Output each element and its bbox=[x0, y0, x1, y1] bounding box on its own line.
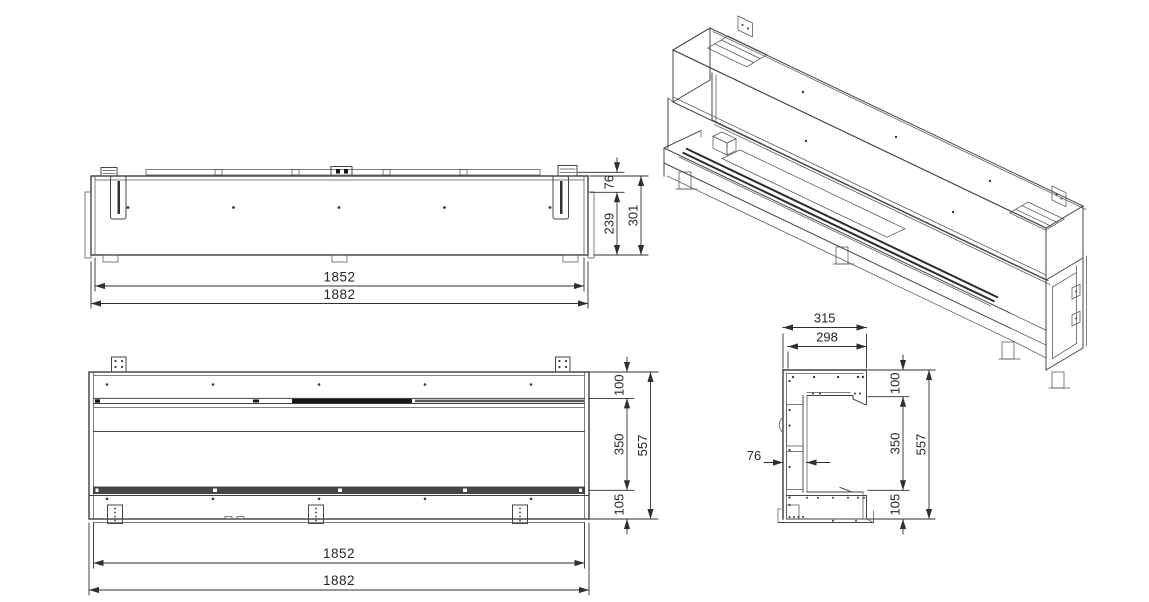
iso-foot bbox=[998, 341, 1021, 360]
dim-label-side-total-height: 557 bbox=[914, 434, 929, 456]
dim-label-front-base-height: 105 bbox=[612, 494, 627, 516]
base-screws bbox=[788, 516, 857, 522]
front-view bbox=[88, 356, 590, 524]
left-slot-bracket bbox=[110, 175, 127, 220]
spring-clip bbox=[778, 416, 784, 434]
dim-label-side-wall-thickness: 76 bbox=[747, 448, 761, 463]
dim-label-top-total-depth: 301 bbox=[626, 205, 641, 227]
dim-label-side-opening-height: 350 bbox=[888, 433, 903, 455]
right-slot-bracket bbox=[552, 175, 569, 220]
leg-bracket bbox=[308, 504, 324, 524]
center-bracket bbox=[330, 166, 353, 177]
bottom-tab bbox=[102, 254, 119, 263]
iso-top-face bbox=[671, 27, 1085, 229]
dim-label-side-outer-depth: 315 bbox=[814, 311, 836, 326]
dim-label-front-opening-height: 350 bbox=[612, 433, 627, 455]
top-mount-bracket-left bbox=[111, 356, 127, 373]
wall-recess-upper bbox=[786, 404, 804, 447]
lower-screw-row bbox=[105, 497, 533, 501]
right-side-plate bbox=[587, 191, 595, 259]
iso-front-face bbox=[672, 49, 1047, 281]
iso-foot bbox=[832, 246, 855, 265]
iso-burner-trough bbox=[663, 119, 1051, 359]
bottom-tab bbox=[562, 254, 579, 263]
iso-end-frame bbox=[1045, 255, 1087, 371]
leg-bracket bbox=[107, 504, 123, 524]
foot-box bbox=[786, 504, 800, 520]
top-view-dimensions: 1852 1882 76 239 301 bbox=[90, 157, 649, 309]
dim-label-front-total-height: 557 bbox=[635, 435, 650, 457]
leg-bracket bbox=[512, 504, 528, 524]
iso-mount-plate-right bbox=[1008, 185, 1067, 231]
dim-label-side-top-height: 100 bbox=[888, 372, 903, 394]
dim-label-top-outer-width: 1882 bbox=[323, 287, 355, 302]
right-corner-bracket bbox=[557, 165, 578, 177]
burner-tray bbox=[93, 486, 585, 494]
iso-foot bbox=[675, 171, 698, 190]
dim-label-top-body-depth: 239 bbox=[602, 213, 617, 235]
side-screws bbox=[788, 375, 865, 507]
dim-label-top-flange-depth: 76 bbox=[602, 175, 617, 189]
iso-valve-box bbox=[712, 131, 737, 156]
bottom-arm-screws bbox=[806, 496, 865, 499]
dim-label-side-base-height: 105 bbox=[888, 494, 903, 516]
glass-top-strip bbox=[93, 397, 585, 404]
iso-foot bbox=[1048, 371, 1071, 389]
upper-screw-row bbox=[105, 383, 533, 386]
wall-recess-lower bbox=[786, 451, 804, 490]
iso-mount-plate-left bbox=[706, 15, 768, 68]
dim-label-top-inner-width: 1852 bbox=[323, 270, 355, 285]
dim-label-front-inner-width: 1852 bbox=[323, 546, 355, 561]
isometric-view bbox=[663, 15, 1087, 389]
left-corner-bracket bbox=[100, 167, 118, 177]
bottom-tab bbox=[331, 254, 348, 263]
left-side-plate bbox=[84, 191, 92, 259]
dim-label-front-outer-width: 1882 bbox=[323, 573, 355, 588]
dim-label-front-top-height: 100 bbox=[612, 374, 627, 396]
top-view bbox=[84, 165, 595, 263]
side-view-dimensions: 315 298 76 100 350 105 557 bbox=[747, 311, 936, 535]
top-mount-bracket-right bbox=[555, 356, 571, 373]
front-view-dimensions: 100 350 105 557 1852 1882 bbox=[88, 356, 659, 596]
dim-label-side-inner-depth: 298 bbox=[816, 330, 838, 345]
top-flange bbox=[100, 165, 578, 177]
side-view bbox=[777, 369, 875, 524]
hole-dots bbox=[126, 206, 552, 209]
